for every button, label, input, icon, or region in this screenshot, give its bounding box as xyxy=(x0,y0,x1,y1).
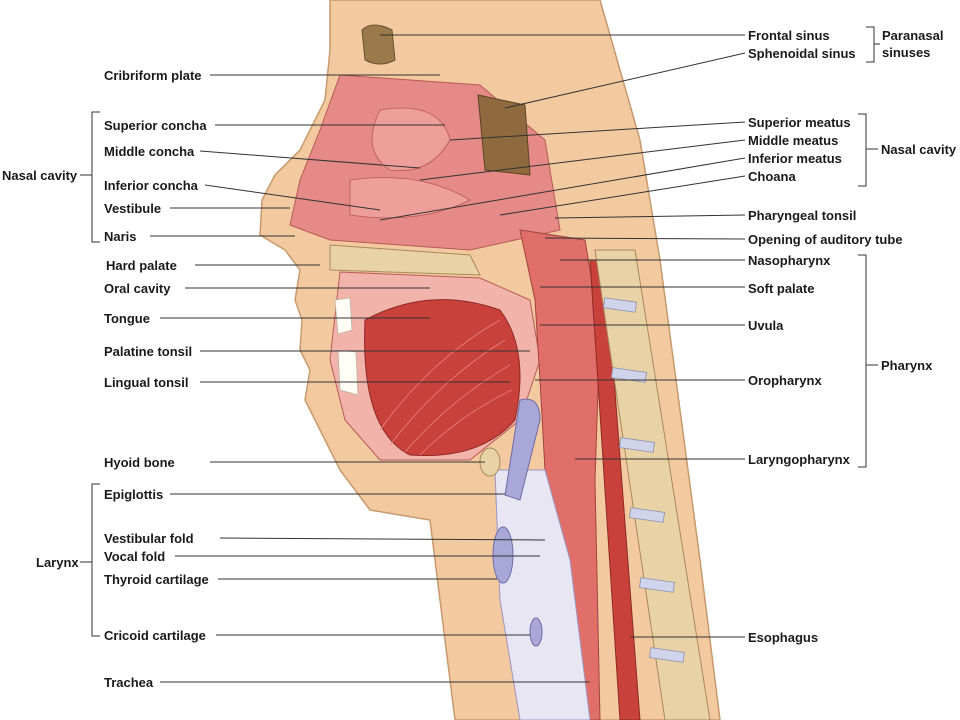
label-middle-concha: Middle concha xyxy=(104,144,195,159)
label-choana: Choana xyxy=(748,169,796,184)
frontal-sinus-shape xyxy=(361,24,396,65)
label-tongue: Tongue xyxy=(104,311,150,326)
thyroid-cartilage-shape xyxy=(492,526,514,584)
sphenoidal-sinus-shape xyxy=(477,94,531,176)
group-paranasal-line2: sinuses xyxy=(882,45,931,60)
label-pharyngeal-tonsil: Pharyngeal tonsil xyxy=(748,208,857,223)
label-vestibule: Vestibule xyxy=(104,201,162,216)
label-inferior-meatus: Inferior meatus xyxy=(748,151,842,166)
label-cribriform-plate: Cribriform plate xyxy=(104,68,202,83)
label-hard-palate: Hard palate xyxy=(106,258,177,273)
larynx-trachea-shape xyxy=(494,469,591,720)
label-soft-palate: Soft palate xyxy=(748,281,815,296)
label-middle-meatus: Middle meatus xyxy=(748,133,839,148)
label-trachea: Trachea xyxy=(104,675,154,690)
group-nasal-cavity-right: Nasal cavity xyxy=(881,142,957,157)
label-nasopharynx: Nasopharynx xyxy=(748,253,831,268)
label-vocal-fold: Vocal fold xyxy=(104,549,166,564)
label-epiglottis: Epiglottis xyxy=(104,487,164,502)
left-leader-lines xyxy=(150,74,590,683)
conchae-shape xyxy=(371,107,451,172)
cricoid-cartilage-shape xyxy=(529,617,543,647)
tongue-shape xyxy=(364,299,521,457)
label-laryngopharynx: Laryngopharynx xyxy=(748,452,850,467)
label-vestibular-fold: Vestibular fold xyxy=(104,531,194,546)
group-larynx: Larynx xyxy=(36,555,79,570)
right-leader-lines xyxy=(379,34,746,638)
group-pharynx: Pharynx xyxy=(881,358,933,373)
label-naris: Naris xyxy=(104,229,137,244)
label-oropharynx: Oropharynx xyxy=(748,373,822,388)
label-palatine-tonsil: Palatine tonsil xyxy=(104,344,193,359)
hard-palate-shape xyxy=(329,244,481,276)
group-nasal-cavity-left: Nasal cavity xyxy=(2,168,78,183)
label-lingual-tonsil: Lingual tonsil xyxy=(104,375,189,390)
label-superior-meatus: Superior meatus xyxy=(748,115,851,130)
label-frontal-sinus: Frontal sinus xyxy=(748,28,830,43)
label-oral-cavity: Oral cavity xyxy=(104,281,171,296)
label-inferior-concha: Inferior concha xyxy=(104,178,198,193)
epiglottis-shape xyxy=(504,398,541,501)
label-thyroid-cartilage: Thyroid cartilage xyxy=(104,572,209,587)
label-esophagus: Esophagus xyxy=(748,630,819,645)
label-uvula: Uvula xyxy=(748,318,784,333)
group-brackets xyxy=(80,26,880,637)
label-opening-auditory-tube: Opening of auditory tube xyxy=(748,232,903,247)
vertebral-column xyxy=(594,249,711,720)
label-hyoid-bone: Hyoid bone xyxy=(104,455,175,470)
label-superior-concha: Superior concha xyxy=(104,118,207,133)
label-sphenoidal-sinus: Sphenoidal sinus xyxy=(748,46,856,61)
group-paranasal-line1: Paranasal xyxy=(882,28,944,43)
label-cricoid-cartilage: Cricoid cartilage xyxy=(104,628,206,643)
